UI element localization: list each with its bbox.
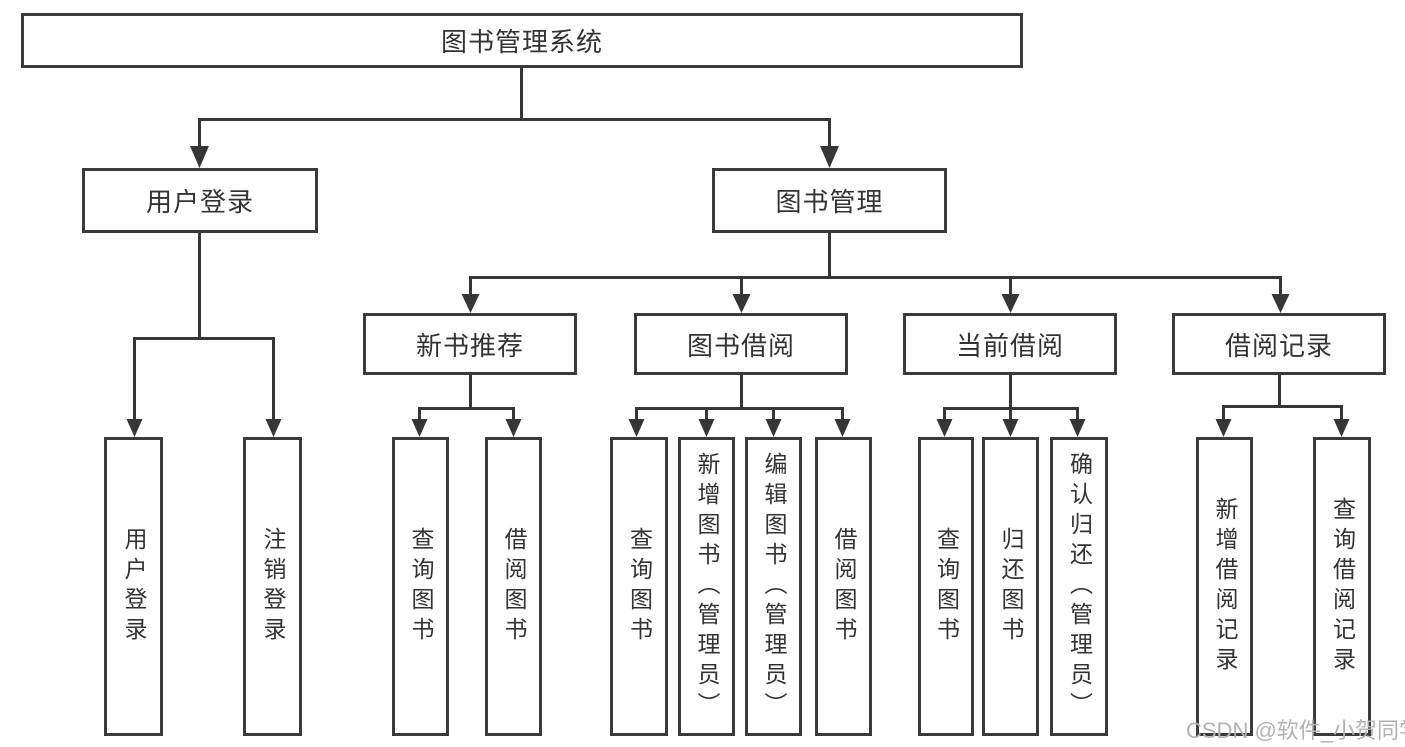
- node-root-label: 图书管理系统: [440, 27, 603, 57]
- leaf-query-books-2-label: 查询图书: [626, 526, 653, 647]
- leaf-query-books-2: 查询图书: [610, 437, 668, 736]
- leaf-user-login-label: 用户登录: [121, 526, 147, 647]
- leaf-add-borrow-record-label: 新增借阅记录: [1212, 496, 1238, 677]
- leaf-edit-book-admin: 编辑图书（管理员）: [745, 437, 802, 736]
- node-current-borrow: 当前借阅: [903, 313, 1117, 375]
- leaf-query-borrow-record: 查询借阅记录: [1313, 437, 1371, 736]
- leaf-query-books-3-label: 查询图书: [933, 526, 960, 647]
- leaf-query-books-1: 查询图书: [392, 437, 449, 736]
- leaf-query-books-1-label: 查询图书: [408, 526, 434, 647]
- node-user-login: 用户登录: [82, 168, 318, 233]
- node-new-book-recommend-label: 新书推荐: [415, 330, 524, 361]
- node-book-management-label: 图书管理: [775, 187, 884, 217]
- leaf-borrow-books-1: 借阅图书: [485, 437, 542, 736]
- leaf-query-books-3: 查询图书: [918, 437, 974, 736]
- node-book-borrow-label: 图书借阅: [686, 330, 795, 361]
- node-borrow-records: 借阅记录: [1172, 313, 1386, 375]
- csdn-watermark: CSDN @软件_小贺同学: [1186, 718, 1405, 743]
- node-book-borrow: 图书借阅: [634, 313, 848, 375]
- leaf-borrow-books-2: 借阅图书: [815, 437, 872, 736]
- leaf-add-book-admin-label: 新增图书（管理员）: [694, 451, 720, 722]
- leaf-edit-book-admin-label: 编辑图书（管理员）: [761, 451, 787, 722]
- leaf-user-login: 用户登录: [104, 437, 163, 736]
- leaf-return-books-label: 归还图书: [998, 526, 1024, 647]
- node-user-login-label: 用户登录: [145, 187, 254, 217]
- leaf-logout-label: 注销登录: [260, 526, 286, 647]
- leaf-borrow-books-2-label: 借阅图书: [831, 526, 857, 647]
- leaf-add-borrow-record: 新增借阅记录: [1196, 437, 1253, 736]
- node-root: 图书管理系统: [21, 13, 1023, 68]
- leaf-borrow-books-1-label: 借阅图书: [501, 526, 527, 647]
- leaf-return-books: 归还图书: [982, 437, 1039, 736]
- leaf-query-borrow-record-label: 查询借阅记录: [1329, 496, 1356, 677]
- leaf-confirm-return-admin-label: 确认归还（管理员）: [1066, 451, 1093, 722]
- node-new-book-recommend: 新书推荐: [363, 313, 577, 375]
- node-current-borrow-label: 当前借阅: [955, 330, 1064, 361]
- leaf-confirm-return-admin: 确认归还（管理员）: [1050, 437, 1108, 736]
- leaf-logout: 注销登录: [243, 437, 302, 736]
- node-book-management: 图书管理: [712, 168, 947, 233]
- leaf-add-book-admin: 新增图书（管理员）: [678, 437, 735, 736]
- node-borrow-records-label: 借阅记录: [1224, 330, 1333, 361]
